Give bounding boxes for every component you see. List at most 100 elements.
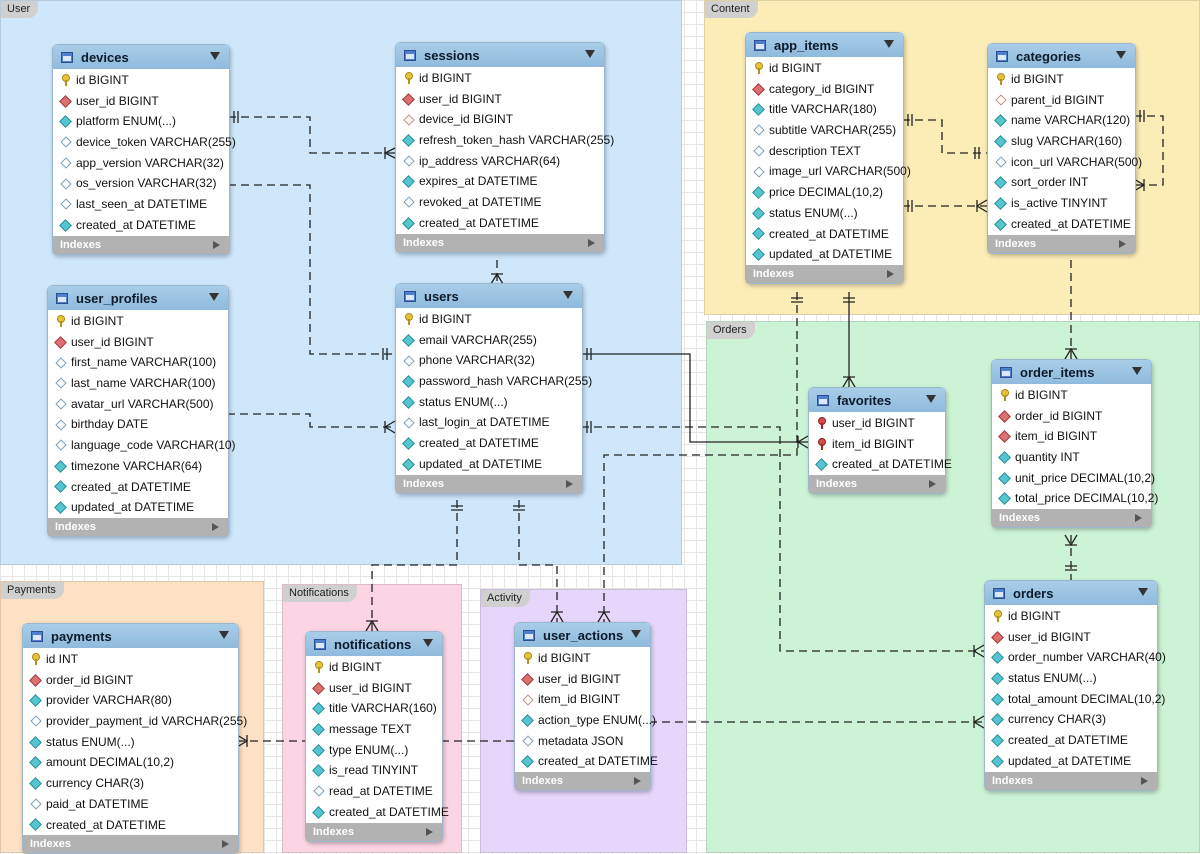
column-row[interactable]: revoked_at DATETIME (396, 192, 604, 213)
collapse-arrow-icon[interactable] (423, 639, 433, 647)
column-row[interactable]: metadata JSON (515, 731, 650, 752)
column-row[interactable]: currency CHAR(3) (985, 709, 1157, 730)
column-row[interactable]: description TEXT (746, 141, 903, 162)
column-row[interactable]: id BIGINT (992, 385, 1151, 406)
column-row[interactable]: id BIGINT (985, 606, 1157, 627)
expand-arrow-icon[interactable] (566, 479, 573, 488)
column-row[interactable]: updated_at DATETIME (48, 497, 228, 518)
indexes-section[interactable]: Indexes (992, 509, 1151, 528)
collapse-arrow-icon[interactable] (563, 291, 573, 299)
expand-arrow-icon[interactable] (426, 827, 433, 836)
column-row[interactable]: id BIGINT (53, 70, 229, 91)
rel-users-notifications[interactable] (371, 500, 458, 631)
column-row[interactable]: currency CHAR(3) (23, 773, 238, 794)
column-row[interactable]: id INT (23, 649, 238, 670)
table-header[interactable]: notifications (306, 632, 442, 656)
column-row[interactable]: title VARCHAR(160) (306, 698, 442, 719)
collapse-arrow-icon[interactable] (1116, 51, 1126, 59)
indexes-section[interactable]: Indexes (48, 517, 228, 536)
column-row[interactable]: item_id BIGINT (992, 426, 1151, 447)
column-row[interactable]: created_at DATETIME (48, 477, 228, 498)
column-row[interactable]: timezone VARCHAR(64) (48, 456, 228, 477)
column-row[interactable]: created_at DATETIME (396, 213, 604, 234)
column-row[interactable]: message TEXT (306, 719, 442, 740)
column-row[interactable]: user_id BIGINT (396, 89, 604, 110)
table-header[interactable]: user_actions (515, 623, 650, 647)
column-row[interactable]: slug VARCHAR(160) (988, 131, 1135, 152)
column-row[interactable]: is_read TINYINT (306, 760, 442, 781)
column-row[interactable]: category_id BIGINT (746, 79, 903, 100)
column-row[interactable]: provider VARCHAR(80) (23, 690, 238, 711)
column-row[interactable]: device_id BIGINT (396, 109, 604, 130)
column-row[interactable]: quantity INT (992, 447, 1151, 468)
column-row[interactable]: item_id BIGINT (515, 689, 650, 710)
rel-devices-sessions[interactable] (228, 116, 395, 154)
column-row[interactable]: last_seen_at DATETIME (53, 194, 229, 215)
column-row[interactable]: price DECIMAL(10,2) (746, 182, 903, 203)
column-row[interactable]: id BIGINT (306, 657, 442, 678)
column-row[interactable]: status ENUM(...) (23, 732, 238, 753)
column-row[interactable]: image_url VARCHAR(500) (746, 161, 911, 182)
expand-arrow-icon[interactable] (1119, 239, 1126, 248)
expand-arrow-icon[interactable] (887, 269, 894, 278)
column-row[interactable]: paid_at DATETIME (23, 794, 238, 815)
column-row[interactable]: total_amount DECIMAL(10,2) (985, 689, 1165, 710)
column-row[interactable]: refresh_token_hash VARCHAR(255) (396, 130, 614, 151)
column-row[interactable]: order_id BIGINT (992, 406, 1151, 427)
column-row[interactable]: unit_price DECIMAL(10,2) (992, 468, 1155, 489)
column-row[interactable]: password_hash VARCHAR(255) (396, 371, 592, 392)
indexes-section[interactable]: Indexes (515, 772, 650, 791)
rel-users-useractions[interactable] (518, 500, 558, 622)
column-row[interactable]: phone VARCHAR(32) (396, 350, 582, 371)
column-row[interactable]: created_at DATETIME (515, 751, 658, 772)
column-row[interactable]: created_at DATETIME (809, 454, 952, 475)
column-row[interactable]: id BIGINT (48, 311, 228, 332)
collapse-arrow-icon[interactable] (884, 40, 894, 48)
column-row[interactable]: os_version VARCHAR(32) (53, 173, 229, 194)
column-row[interactable]: title VARCHAR(180) (746, 99, 903, 120)
indexes-section[interactable]: Indexes (985, 771, 1157, 790)
collapse-arrow-icon[interactable] (1132, 367, 1142, 375)
indexes-section[interactable]: Indexes (396, 233, 604, 252)
rel-categories-self[interactable] (1134, 115, 1164, 186)
expand-arrow-icon[interactable] (634, 777, 641, 786)
expand-arrow-icon[interactable] (222, 840, 229, 849)
column-row[interactable]: total_price DECIMAL(10,2) (992, 488, 1158, 509)
column-row[interactable]: birthday DATE (48, 414, 228, 435)
column-row[interactable]: id BIGINT (746, 58, 903, 79)
column-row[interactable]: user_id BIGINT (809, 413, 945, 434)
column-row[interactable]: user_id BIGINT (985, 627, 1157, 648)
table-header[interactable]: categories (988, 44, 1135, 68)
column-row[interactable]: updated_at DATETIME (746, 244, 903, 265)
column-row[interactable]: user_id BIGINT (515, 669, 650, 690)
rel-devices-users[interactable] (228, 184, 395, 355)
expand-arrow-icon[interactable] (588, 238, 595, 247)
column-row[interactable]: parent_id BIGINT (988, 90, 1135, 111)
column-row[interactable]: sort_order INT (988, 172, 1135, 193)
column-row[interactable]: action_type ENUM(...) (515, 710, 656, 731)
column-row[interactable]: first_name VARCHAR(100) (48, 352, 228, 373)
column-row[interactable]: created_at DATETIME (23, 815, 238, 836)
table-header[interactable]: order_items (992, 360, 1151, 384)
column-row[interactable]: icon_url VARCHAR(500) (988, 152, 1142, 173)
table-header[interactable]: orders (985, 581, 1157, 605)
table-header[interactable]: favorites (809, 388, 945, 412)
collapse-arrow-icon[interactable] (631, 630, 641, 638)
collapse-arrow-icon[interactable] (219, 631, 229, 639)
table-header[interactable]: sessions (396, 43, 604, 67)
indexes-section[interactable]: Indexes (746, 264, 903, 283)
column-row[interactable]: type ENUM(...) (306, 740, 442, 761)
column-row[interactable]: last_name VARCHAR(100) (48, 373, 228, 394)
column-row[interactable]: read_at DATETIME (306, 781, 442, 802)
indexes-section[interactable]: Indexes (396, 474, 582, 493)
